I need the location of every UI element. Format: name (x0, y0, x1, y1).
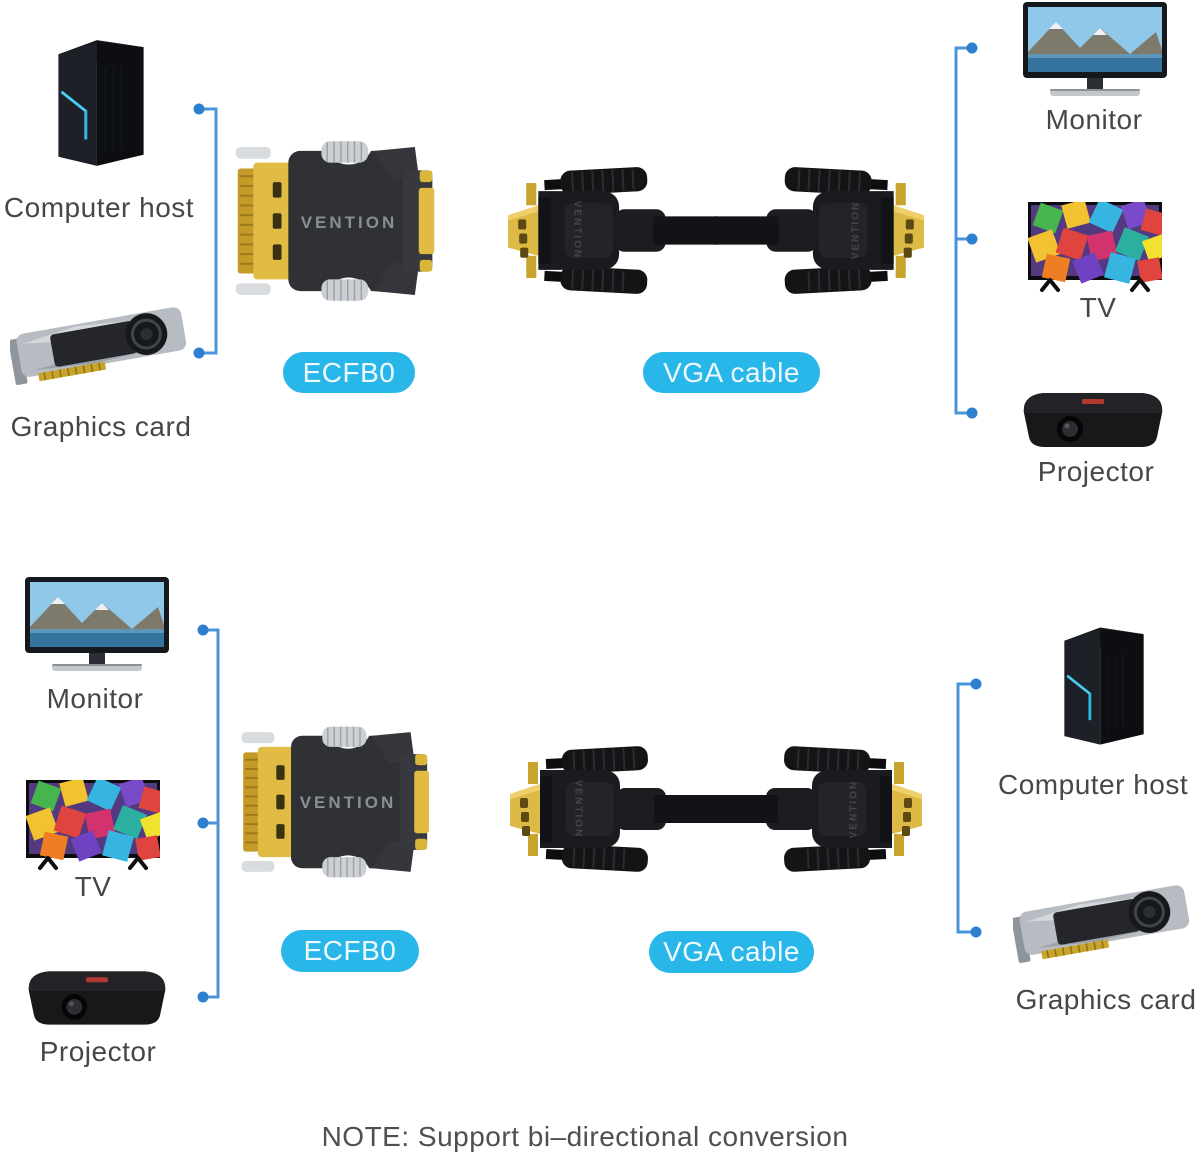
graphics-card-image (10, 288, 194, 398)
brand-text: VENTION (572, 779, 584, 839)
tv-image (1028, 202, 1162, 292)
bracket-bottom-right (956, 682, 976, 934)
brand-text: VENTION (850, 200, 862, 260)
computer-host-image (1053, 620, 1155, 756)
computer-host-label: Computer host (998, 769, 1189, 800)
adapter-model-badge: ECFB0 (281, 930, 419, 972)
vga-cable-badge: VGA cable (643, 352, 820, 393)
tv-label: TV (1079, 292, 1117, 323)
brand-text: VENTION (571, 200, 583, 260)
brand-text: VENTION (299, 793, 397, 812)
brand-text: VENTION (848, 779, 860, 839)
computer-host-image (46, 34, 156, 176)
projector-label: Projector (39, 1036, 157, 1067)
computer-host-label: Computer host (3, 192, 195, 223)
bracket-top-right (954, 46, 972, 415)
projector-image (23, 965, 171, 1029)
projector-image (1018, 387, 1168, 451)
vga-cable-image (502, 158, 930, 303)
projector-label: Projector (1037, 456, 1155, 487)
graphics-card-image (1013, 866, 1197, 976)
monitor-image (1022, 2, 1168, 98)
tv-label: TV (74, 871, 112, 902)
bracket-bottom-left (203, 628, 220, 999)
adapter-model-badge: ECFB0 (283, 352, 415, 393)
monitor-image (24, 577, 170, 673)
brand-text: VENTION (300, 213, 398, 232)
graphics-card-label: Graphics card (10, 411, 192, 442)
graphics-card-label: Graphics card (1015, 984, 1197, 1015)
tv-image (26, 780, 160, 870)
vga-cable-image (504, 738, 928, 880)
bracket-top-left (199, 107, 218, 355)
vga-cable-badge: VGA cable (649, 931, 814, 973)
monitor-label: Monitor (46, 683, 144, 714)
note-text: NOTE: Support bi–directional conversion (321, 1121, 849, 1152)
monitor-label: Monitor (1045, 104, 1143, 135)
